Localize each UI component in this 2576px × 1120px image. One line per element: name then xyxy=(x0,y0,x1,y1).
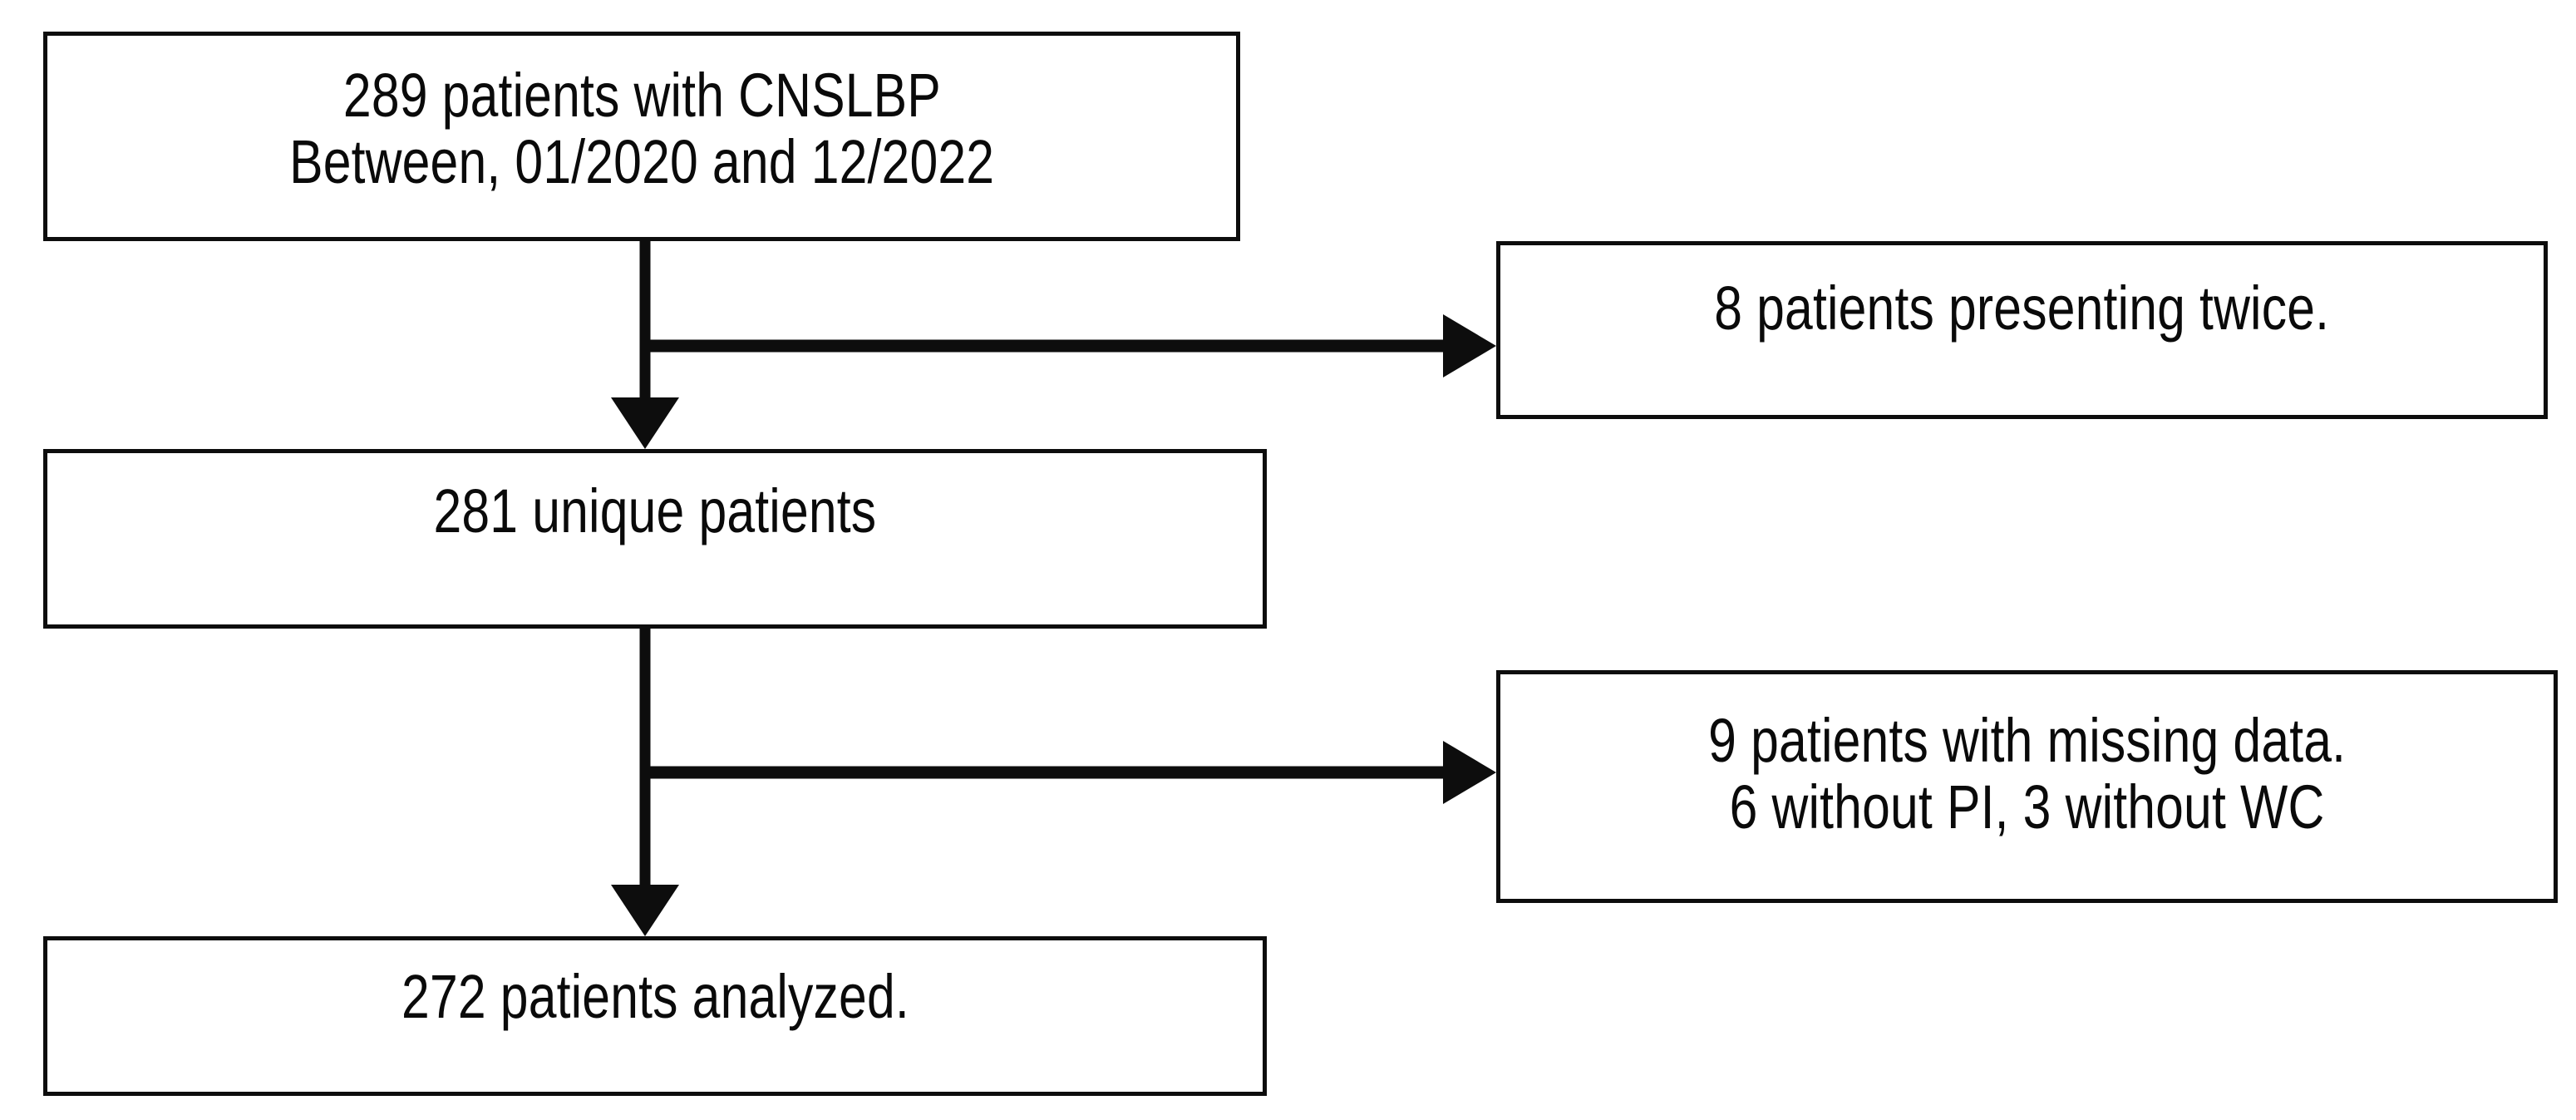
node-excluded-duplicates-line-1: 8 patients presenting twice. xyxy=(1714,274,2330,343)
node-excluded-missing-line-1: 9 patients with missing data. xyxy=(1707,706,2347,775)
node-source-line-1: 289 patients with CNSLBP xyxy=(342,61,941,130)
node-source-line-2: Between, 01/2020 and 12/2022 xyxy=(288,126,995,196)
node-excluded-missing-line-2: 6 without PI, 3 without WC xyxy=(1729,772,2325,841)
node-excluded-missing-data: 9 patients with missing data. 6 without … xyxy=(1496,670,2558,903)
node-excluded-duplicates: 8 patients presenting twice. xyxy=(1496,241,2548,419)
node-unique-line-1: 281 unique patients xyxy=(433,476,877,545)
edge-unique-to-analyzed xyxy=(611,629,679,936)
edge-source-to-excluded-duplicates xyxy=(645,314,1496,377)
edge-source-to-unique xyxy=(611,241,679,449)
node-source-cohort: 289 patients with CNSLBP Between, 01/202… xyxy=(43,32,1240,241)
node-analyzed-patients: 272 patients analyzed. xyxy=(43,936,1267,1096)
node-unique-patients: 281 unique patients xyxy=(43,449,1267,629)
node-analyzed-line-1: 272 patients analyzed. xyxy=(401,962,909,1031)
edge-unique-to-excluded-missing xyxy=(645,741,1496,804)
